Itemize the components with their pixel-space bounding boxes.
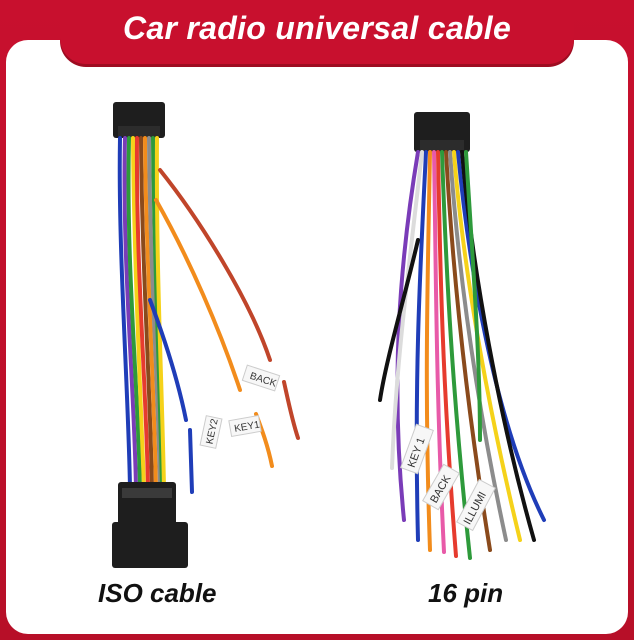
iso-tag-key2: KEY2 (205, 417, 221, 445)
16pin-cable-image: KEY 1 BACK ILLUMI (378, 112, 546, 560)
iso-cable-caption: ISO cable (98, 578, 217, 608)
title-banner (60, 0, 574, 64)
page-title: Car radio universal cable (122, 10, 512, 46)
white-card (6, 40, 628, 634)
iso-tag-key1: KEY1 (233, 419, 261, 434)
16pin-caption: 16 pin (428, 578, 504, 608)
iso-cable-image: BACK KEY2 KEY1 (112, 102, 300, 568)
